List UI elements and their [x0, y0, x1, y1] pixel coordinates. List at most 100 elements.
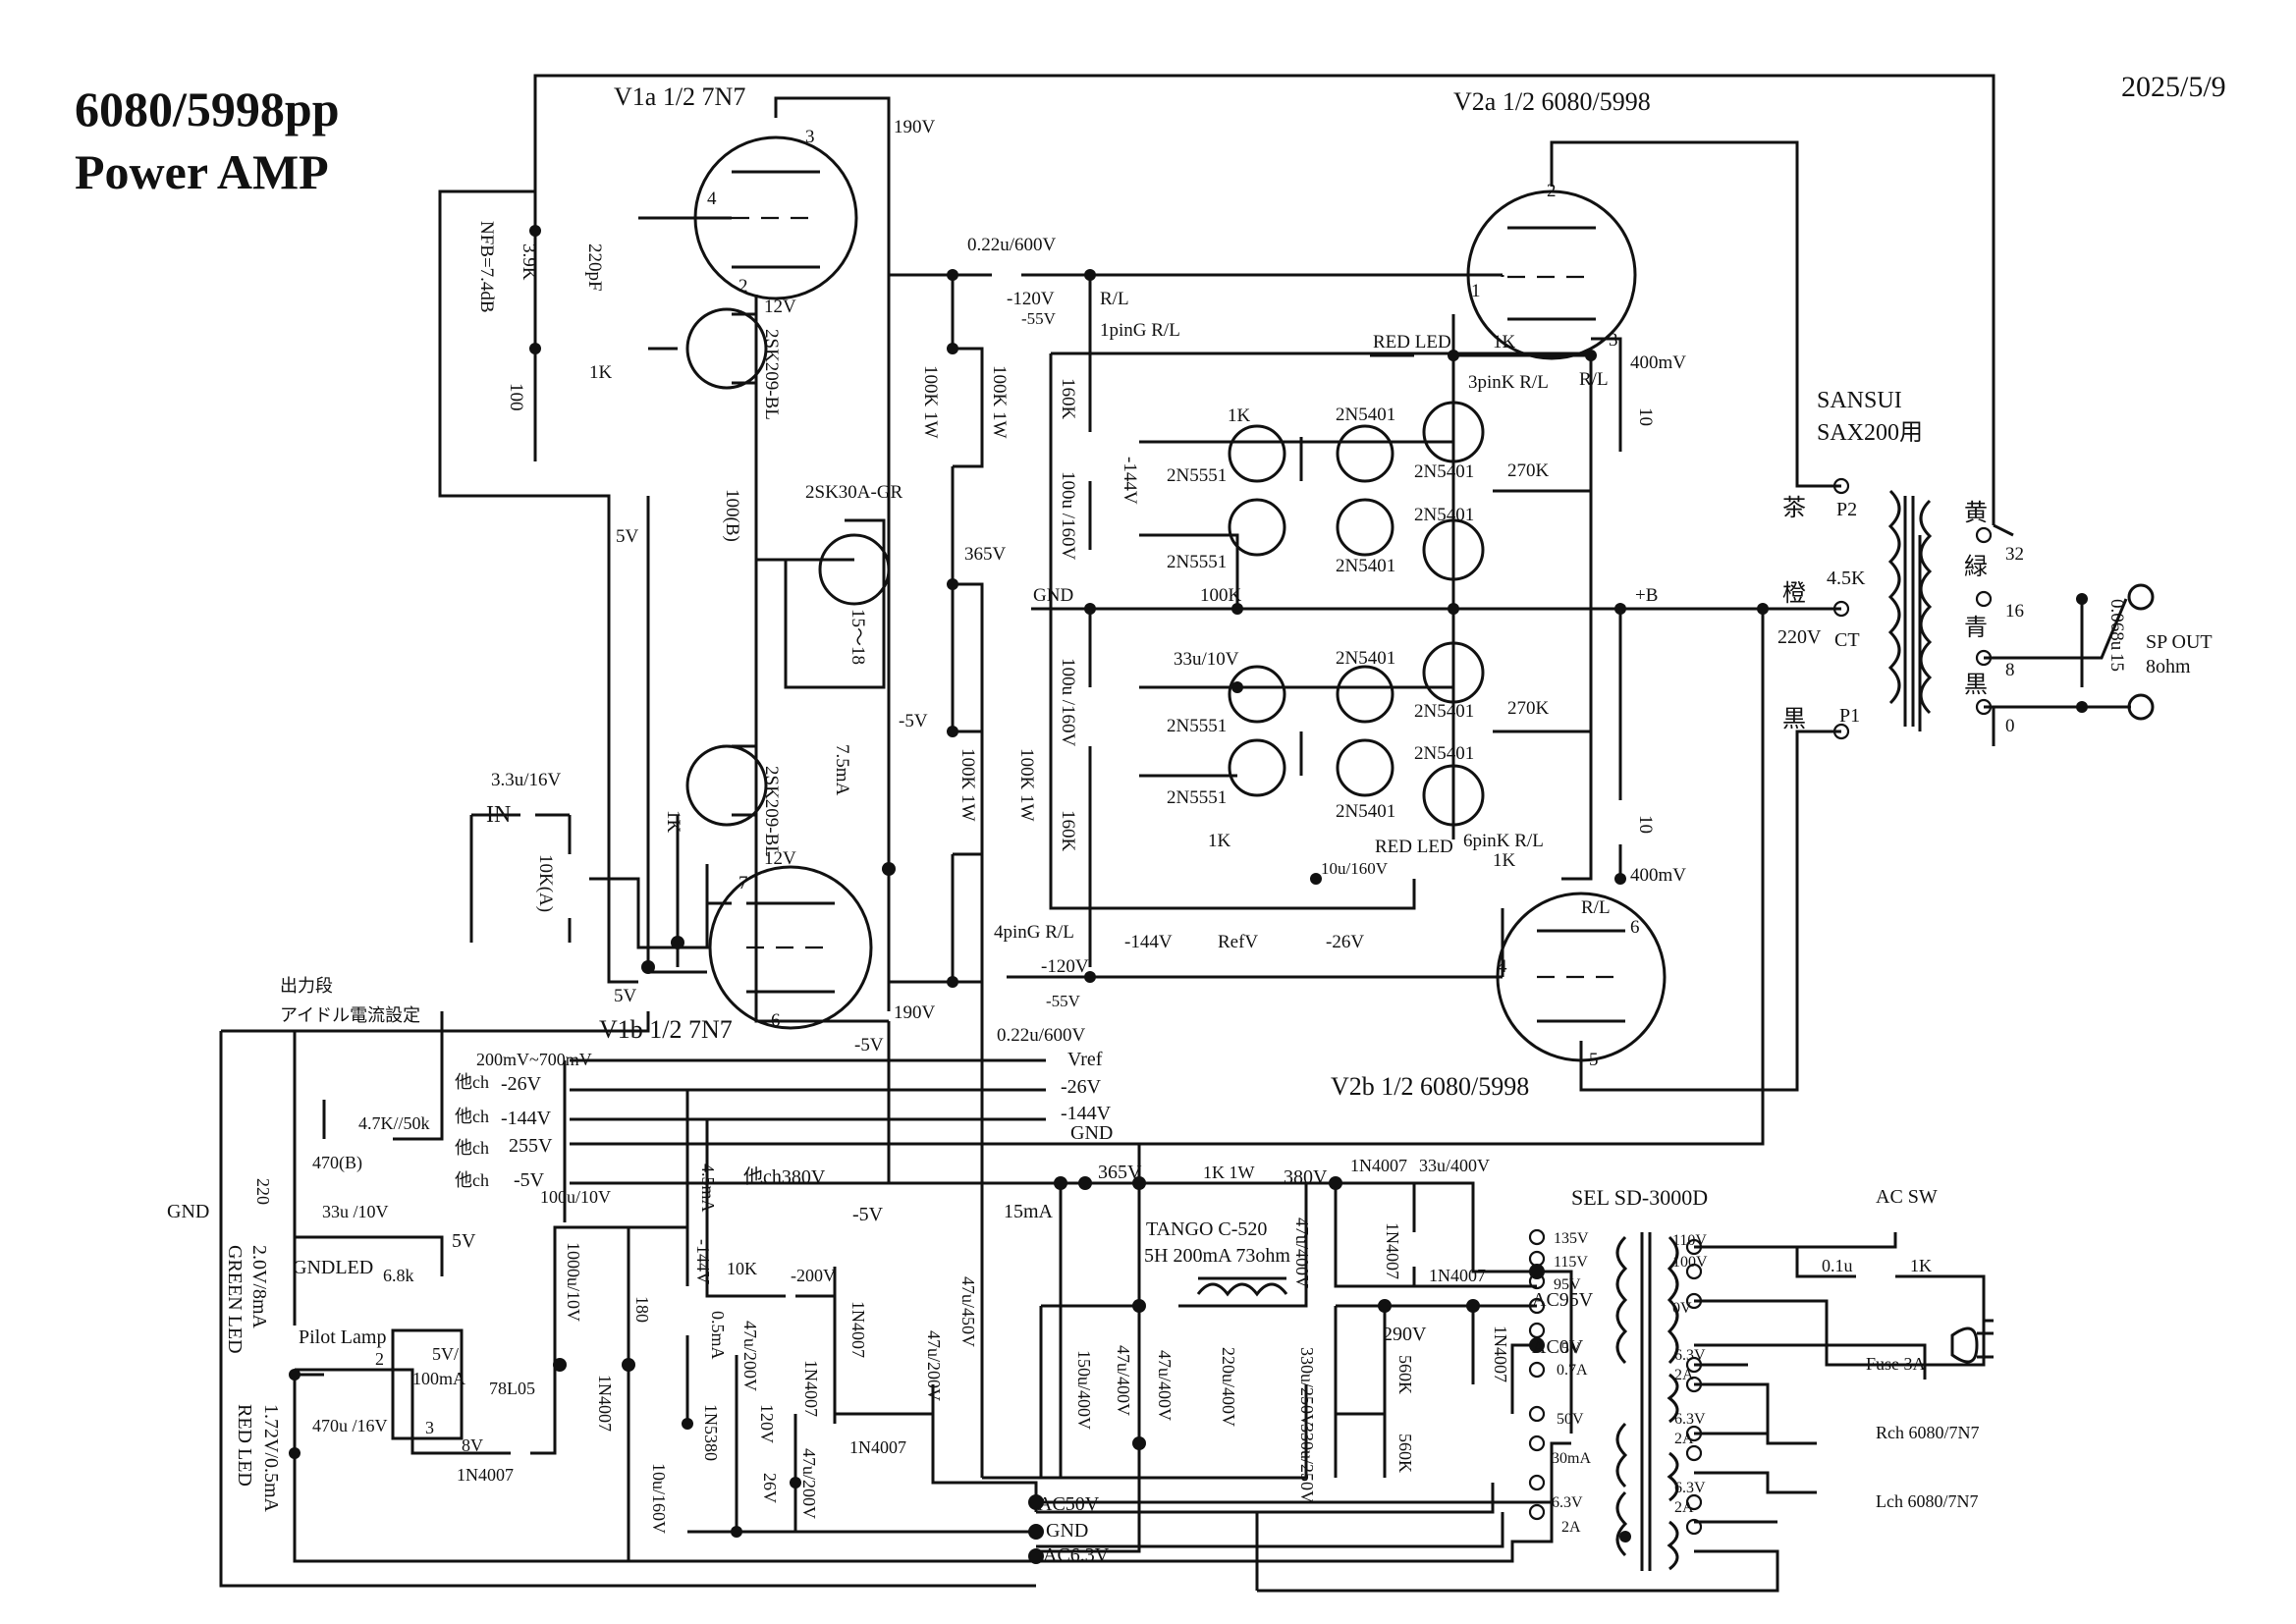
- refv: RefV: [1218, 932, 1258, 952]
- tube-v1b: [708, 865, 873, 1030]
- reg-label: 78L05: [489, 1379, 535, 1398]
- fet-top-label: 2SK209-BL: [761, 329, 782, 420]
- t95: 95V: [1554, 1276, 1581, 1293]
- q-t12: 2N5401: [1336, 801, 1395, 822]
- r-1k-led-top: 1K: [1493, 332, 1516, 352]
- v2b-label: V2b 1/2 6080/5998: [1331, 1072, 1529, 1101]
- r-100k1w-a: 100K 1W: [920, 365, 941, 438]
- h3v: 6.3V: [1674, 1480, 1706, 1496]
- nfb-label: NFB=7.4dB: [476, 221, 497, 313]
- labels-output-tr: SANSUI SAX200用 茶 P2 橙 4.5K 220V CT 黒 P1 …: [1777, 388, 2213, 736]
- ac0: AC0V: [1532, 1336, 1584, 1358]
- fet-top: [685, 307, 768, 390]
- z-26: 26V: [760, 1473, 780, 1503]
- plus-b: +B: [1635, 585, 1658, 606]
- ac95: AC95V: [1532, 1289, 1594, 1311]
- pin-2: 2: [1547, 181, 1557, 201]
- idle-note1: 出力段: [280, 976, 333, 996]
- i-4-5: 4.5mA: [698, 1164, 718, 1213]
- z-1n5380: 1N5380: [701, 1404, 721, 1461]
- v5-a: 5V: [616, 526, 639, 547]
- c-47u-450: 47u/450V: [958, 1276, 978, 1347]
- t30ma: 30mA: [1552, 1450, 1591, 1467]
- vm5-b: -5V: [854, 1035, 884, 1056]
- c-470u: 470u /16V: [312, 1416, 388, 1435]
- vm120-bot: -120V: [1041, 956, 1089, 977]
- idle-note2: アイドル電流設定: [280, 1005, 420, 1025]
- pin-v1-3: 3: [805, 127, 815, 147]
- fet-bottom: [685, 744, 768, 827]
- red-led-bot: RED LED: [1375, 837, 1453, 857]
- p100: 100V: [1672, 1254, 1708, 1271]
- ac-sw: AC SW: [1876, 1186, 1938, 1208]
- r-270k-bot: 270K: [1507, 698, 1550, 719]
- q-t5: 2N5401: [1414, 505, 1474, 525]
- d-1n4007-i: 1N4007: [849, 1437, 906, 1457]
- r-160k-bot: 160K: [1058, 810, 1078, 852]
- vm120-top: -120V: [1007, 289, 1055, 309]
- c-01u: 0.1u: [1822, 1256, 1853, 1275]
- h3a: 2A: [1674, 1499, 1694, 1516]
- other-ch-1: 他ch: [455, 1072, 489, 1092]
- c-10u-160v: 10u/160V: [649, 1463, 669, 1534]
- i-7-5: 7.5mA: [832, 744, 852, 796]
- r-10-bot: 10: [1635, 815, 1656, 834]
- range-200-700: 200mV~700mV: [476, 1050, 592, 1069]
- p1-label: P1: [1839, 705, 1860, 727]
- out-cap: 0.068u: [2106, 599, 2127, 651]
- d-1n4007-b: 1N4007: [595, 1375, 615, 1432]
- q-r1k: 1K: [1208, 831, 1231, 851]
- mv400-bot: 400mV: [1630, 865, 1686, 886]
- c-47u-400-b: 47u/400V: [1155, 1350, 1175, 1421]
- pin-v1-6: 6: [771, 1010, 781, 1031]
- q-t2: 2N5401: [1336, 405, 1395, 425]
- gndled: GNDLED: [293, 1257, 373, 1278]
- tube-v1a: [693, 135, 858, 300]
- c-33u-400: 33u/400V: [1419, 1156, 1490, 1175]
- out-res: 15: [2106, 653, 2127, 672]
- wire-orange: 橙: [1782, 580, 1806, 607]
- ccs-fet: [818, 533, 891, 606]
- labels-tubes: V1a 1/2 7N7 V1b 1/2 7N7 V2a 1/2 6080/599…: [599, 82, 1651, 1101]
- rl-a: R/L: [1100, 289, 1129, 309]
- r-220: 220: [253, 1178, 273, 1205]
- b-m26: -26V: [1061, 1076, 1102, 1098]
- v190-bot: 190V: [894, 1002, 936, 1023]
- vm144-psu: -144V: [693, 1239, 713, 1284]
- d-1n4007-h: 1N4007: [1491, 1326, 1510, 1382]
- c-10u-160: 10u/160V: [1321, 859, 1389, 878]
- choke-coil: [1196, 1276, 1288, 1297]
- reg-spec1: 5V/: [432, 1344, 459, 1364]
- t50: 50V: [1557, 1411, 1584, 1428]
- gnd-bus: GND: [1046, 1520, 1088, 1542]
- p2-label: P2: [1836, 499, 1857, 520]
- h1v: 6.3V: [1674, 1347, 1706, 1364]
- r-3k9: 3.9K: [519, 244, 539, 281]
- r-1k-ac: 1K: [1910, 1256, 1932, 1275]
- wiring-top: [438, 74, 1995, 1478]
- sp-out: SP OUT: [2146, 631, 2213, 653]
- q-t8: 2N5401: [1336, 648, 1395, 669]
- reg-pin3: 3: [425, 1418, 434, 1437]
- p110: 110V: [1672, 1232, 1707, 1249]
- q-t13: 2N5551: [1167, 787, 1227, 808]
- labels-power-tr: SEL SD-3000D 135V 115V 95V 5V 0.7A 50V 3…: [1552, 1185, 1980, 1536]
- wire-black-p: 黒: [1782, 707, 1806, 732]
- tr-maker: SANSUI: [1817, 388, 1902, 413]
- wire-brown: 茶: [1782, 495, 1806, 521]
- ac50: AC50V: [1038, 1493, 1100, 1515]
- c-47u-400-a: 47u/400V: [1114, 1345, 1133, 1416]
- q-t4: 2N5551: [1167, 465, 1227, 486]
- r-560k-a: 560K: [1395, 1355, 1415, 1394]
- input-label: IN: [486, 802, 511, 828]
- v2a-label: V2a 1/2 6080/5998: [1453, 87, 1651, 116]
- d-1n4007-d: 1N4007: [801, 1360, 821, 1417]
- c-220p: 220pF: [584, 244, 605, 292]
- c-150u-400: 150u/400V: [1074, 1350, 1094, 1430]
- title-line2: Power AMP: [75, 144, 329, 199]
- bus-m26: -26V: [501, 1073, 542, 1095]
- red-led-psu: RED LED: [234, 1404, 255, 1487]
- v12-bot: 12V: [764, 848, 796, 869]
- choke-spec: 5H 200mA 73ohm: [1144, 1245, 1290, 1267]
